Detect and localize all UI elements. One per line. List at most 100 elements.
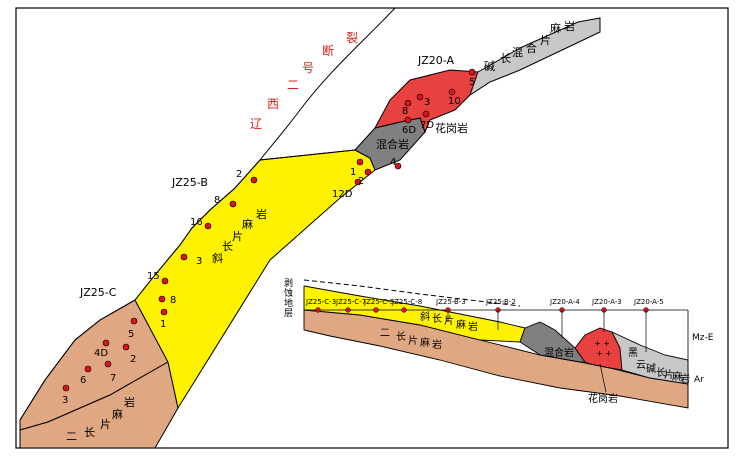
sample-label: 1 <box>350 167 356 178</box>
section-mica-char-2: 云 <box>636 360 646 371</box>
sample-label: 3 <box>62 395 68 406</box>
alkali-char-7: 岩 <box>564 19 575 33</box>
alkali-char-2: 长 <box>500 52 511 65</box>
sample-label: 5 <box>128 329 134 340</box>
two-mica-char-4: 麻 <box>112 407 123 421</box>
sample-label: 3 <box>196 256 202 267</box>
two-mica-char-1: 二 <box>66 430 77 443</box>
section-ar-label: Ar <box>694 375 704 385</box>
sample-dot <box>468 68 476 76</box>
section-well-dot <box>373 307 379 313</box>
samples-jz25b-east <box>354 158 402 186</box>
section-well-label: JZ20-A-3 <box>591 298 622 306</box>
plagio-char-3: 片 <box>232 230 243 243</box>
sample-dot <box>416 93 424 101</box>
sample-label: 10 <box>448 96 461 107</box>
plagio-char-4: 麻 <box>242 217 253 231</box>
sample-dot <box>84 365 92 373</box>
sample-label: 7D <box>420 120 434 131</box>
samples-jz25c <box>62 277 169 392</box>
section-plagio-char-4: 麻 <box>456 318 466 331</box>
section-granite-leader <box>599 363 607 393</box>
samples-jz20a <box>404 68 476 124</box>
section-plagio-char-1: 斜 <box>420 310 430 323</box>
sample-label: 15 <box>147 271 160 282</box>
section-alkali-char-2: 长 <box>656 367 666 379</box>
section-well-dot <box>345 307 351 313</box>
section-well-label: JZ25-B-3 <box>435 298 466 306</box>
sample-label: 6 <box>80 375 86 386</box>
sample-dot <box>130 317 138 325</box>
well-label-jz20a: JZ20-A <box>417 54 455 67</box>
sample-label: 4 <box>390 157 396 168</box>
sample-label: 3 <box>424 97 430 108</box>
fault-char-2: 西 <box>267 97 279 111</box>
section-two-mica-char-3: 片 <box>408 334 418 347</box>
sample-dot <box>204 222 212 230</box>
alkali-char-4: 合 <box>526 41 537 55</box>
sample-label: 16 <box>190 217 203 228</box>
unit-alkali <box>469 17 601 97</box>
sample-label: 8 <box>170 295 176 306</box>
alkali-char-1: 碱 <box>484 60 495 73</box>
two-mica-char-3: 片 <box>100 418 111 431</box>
migmatite-label: 混合岩 <box>376 137 409 151</box>
sample-dot <box>364 168 372 176</box>
sample-dot <box>104 360 112 368</box>
samples-jz25b <box>180 176 258 261</box>
granite-symbol: + + <box>596 349 612 358</box>
well-label-jz25b: JZ25-B <box>171 176 208 189</box>
sample-dot <box>356 158 364 166</box>
map-upper-boundary <box>19 149 356 440</box>
sample-dot <box>404 99 412 107</box>
sample-label: 6D <box>402 125 416 136</box>
section-mica-char-1: 黑 <box>628 347 638 359</box>
sample-label: 5 <box>469 77 475 88</box>
section-well-label: JZ25-B-2 <box>485 298 516 306</box>
sample-label: 2 <box>358 176 364 187</box>
sample-label: 2 <box>130 354 136 365</box>
sample-dot <box>229 200 237 208</box>
sample-label: 7 <box>110 373 116 384</box>
erosion-char-3: 地 <box>284 297 293 309</box>
section-plagio-char-5: 岩 <box>468 320 478 333</box>
section-well-markers <box>315 307 649 352</box>
section-granite-label: 花岗岩 <box>588 392 618 405</box>
erosion-char-2: 蚀 <box>284 287 293 299</box>
section-two-mica-char-1: 二 <box>380 328 390 339</box>
section-two-mica-char-5: 岩 <box>432 338 442 351</box>
plagio-char-2: 长 <box>222 240 233 253</box>
fault-trace <box>259 7 396 161</box>
fault-char-3: 二 <box>287 78 299 92</box>
section-migmatite-label: 混合岩 <box>544 346 574 359</box>
sample-dot <box>122 343 130 351</box>
section-well-label: JZ25-C-3 <box>305 298 336 306</box>
sample-dot <box>354 178 362 186</box>
cross-section: Mz-E Ar 剥 蚀 地 层 JZ25-C-3 JZ25-C-7 JZ25-C… <box>278 270 726 418</box>
fault-char-6: 裂 <box>346 31 358 45</box>
sample-dot <box>422 110 430 118</box>
erosion-char-1: 剥 <box>284 278 293 289</box>
sample-label: 4D <box>94 348 108 359</box>
sample-label: 8 <box>214 195 220 206</box>
section-alkali-char-1: 碱 <box>646 363 656 375</box>
granite-symbol: + + <box>594 339 610 348</box>
granite-label: 花岗岩 <box>435 121 468 135</box>
sample-dot <box>448 88 456 96</box>
alkali-char-6: 麻 <box>550 21 561 35</box>
section-alkali-char-3: 片 <box>664 368 674 381</box>
sample-label: 8 <box>402 106 408 117</box>
erosion-char-4: 层 <box>284 308 293 319</box>
fault-char-5: 断 <box>322 43 334 58</box>
two-mica-char-2: 长 <box>84 426 95 439</box>
sample-label: 1 <box>160 319 166 330</box>
section-well-dot <box>401 307 407 313</box>
section-well-dot <box>315 307 321 313</box>
sample-label: 12D <box>332 189 353 200</box>
sample-dot <box>160 308 168 316</box>
section-erosion-line <box>303 279 521 307</box>
plagio-char-1: 斜 <box>212 252 223 265</box>
section-plagio-char-3: 片 <box>444 314 454 327</box>
two-mica-char-5: 岩 <box>124 395 135 409</box>
